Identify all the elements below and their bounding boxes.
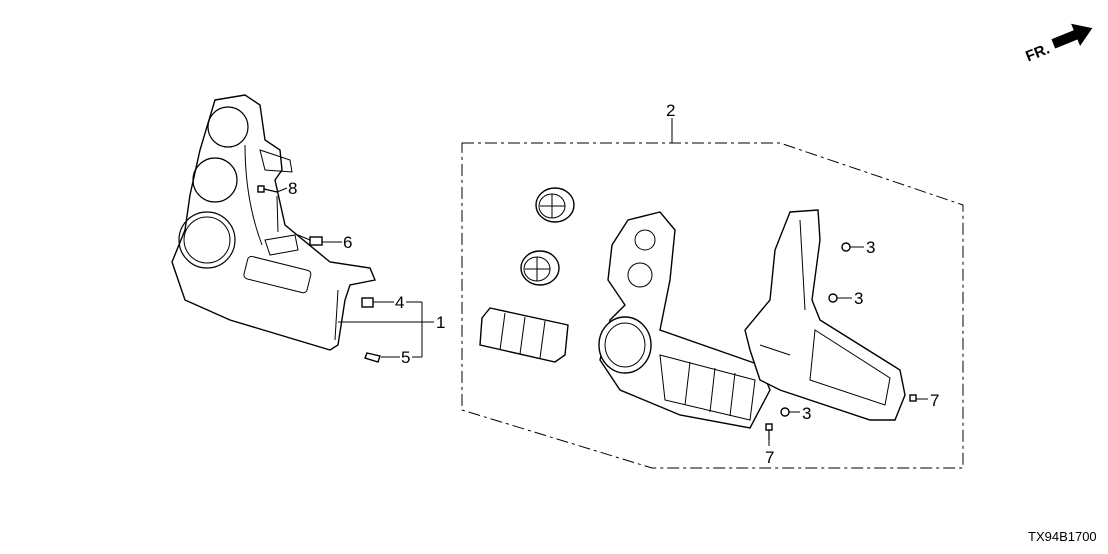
part-3-screw-a <box>841 242 851 252</box>
part-6-clip <box>309 236 323 246</box>
switch-button-block <box>479 307 569 363</box>
part-1-bezel-panel <box>171 94 376 351</box>
callout-1: 1 <box>436 313 445 332</box>
part-2-assembly-boundary <box>461 142 964 469</box>
control-unit-front <box>598 211 771 429</box>
part-8-screw <box>257 185 278 193</box>
front-direction-indicator: FR. <box>1023 23 1093 66</box>
part-3-screw-c <box>780 407 790 417</box>
knob-upper <box>535 187 575 223</box>
part-7-screw-a <box>909 394 917 402</box>
knob-lower <box>520 250 560 286</box>
callout-6: 6 <box>343 233 352 252</box>
part-4-nut <box>361 297 374 308</box>
callout-3-a: 3 <box>866 238 875 257</box>
callout-7-a: 7 <box>930 391 939 410</box>
part-3-screw-b <box>828 293 838 303</box>
part-7-screw-b <box>765 423 773 440</box>
front-arrow-icon <box>1051 23 1093 49</box>
callout-7-b: 7 <box>765 448 774 467</box>
callout-4: 4 <box>395 293 404 312</box>
callout-8: 8 <box>288 179 297 198</box>
fr-label: FR. <box>1023 41 1052 66</box>
control-unit-rear <box>744 209 906 421</box>
callout-5: 5 <box>401 348 410 367</box>
diagram-code: TX94B1700 <box>1028 529 1097 544</box>
callout-2: 2 <box>666 101 675 120</box>
part-5-spring-clip <box>364 352 381 363</box>
callout-3-b: 3 <box>854 289 863 308</box>
callout-3-c: 3 <box>802 404 811 423</box>
